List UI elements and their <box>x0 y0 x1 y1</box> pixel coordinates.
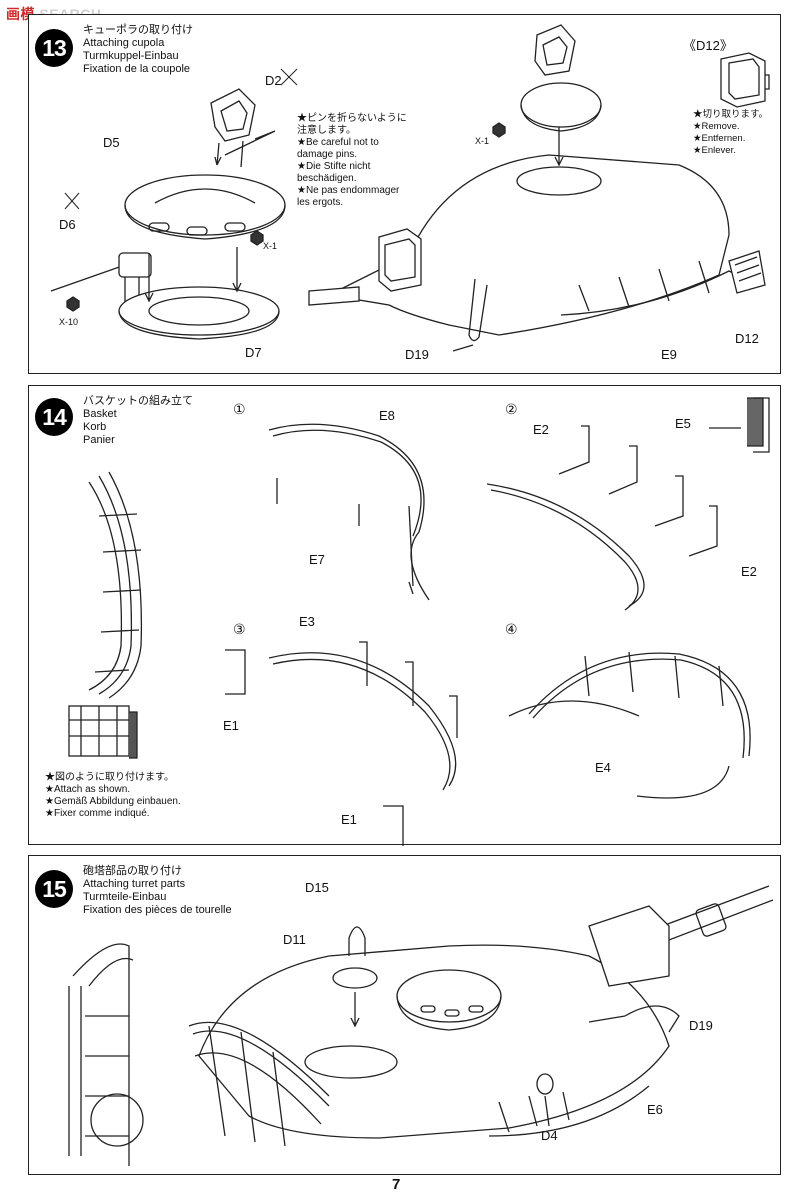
step-number-badge: 15 <box>35 870 73 908</box>
step-13-panel: 13 キューポラの取り付け Attaching cupola Turmkuppe… <box>28 14 781 374</box>
part-label: D11 <box>283 932 306 947</box>
part-label: D19 <box>405 347 429 362</box>
part-label: D15 <box>305 880 329 895</box>
remove-note: ★切り取ります。 ★Remove. ★Entfernen. ★Enlever. <box>693 109 769 156</box>
part-label: X-10 <box>59 317 79 327</box>
pin-caution-note: ★ピンを折らないように 注意します。 ★Be careful not to da… <box>297 113 407 208</box>
step-number-badge: 13 <box>35 29 73 67</box>
step-15-illustration <box>68 885 774 1166</box>
step-14-illustration <box>68 397 770 846</box>
part-label: E2 <box>741 564 757 579</box>
part-label: E8 <box>379 408 395 423</box>
part-label: E6 <box>647 1102 663 1117</box>
step-title: キューポラの取り付け Attaching cupola Turmkuppel-E… <box>83 24 193 75</box>
substep-1: ① <box>233 402 246 418</box>
part-label: E9 <box>661 347 677 362</box>
substep-3: ③ <box>233 622 246 638</box>
part-label: D5 <box>103 135 120 150</box>
part-label: E4 <box>595 760 611 775</box>
step-15-panel: 15 砲塔部品の取り付け Attaching turret parts Turm… <box>28 855 781 1175</box>
page-number: 7 <box>392 1176 401 1193</box>
part-label: E7 <box>309 552 325 567</box>
part-label: D7 <box>245 345 262 360</box>
step-number-badge: 14 <box>35 398 73 436</box>
part-label: D12 <box>735 331 759 346</box>
part-label: D2 <box>265 73 282 88</box>
d12-reference: 《D12》 <box>683 38 733 53</box>
part-label: E2 <box>533 422 549 437</box>
part-label: D19 <box>689 1018 713 1033</box>
part-label: X-1 <box>263 241 278 251</box>
part-label: E1 <box>341 812 357 827</box>
part-label: E3 <box>299 614 315 629</box>
part-label: X-1 <box>475 136 490 146</box>
attach-note: ★図のように取り付けます。 ★Attach as shown. ★Gemäß A… <box>45 772 181 819</box>
step-title: 砲塔部品の取り付け Attaching turret parts Turmtei… <box>83 865 232 916</box>
substep-2: ② <box>505 402 518 418</box>
substep-4: ④ <box>505 622 518 638</box>
step-14-panel: 14 バスケットの組み立て Basket Korb Panier ★図のように取… <box>28 385 781 846</box>
step-title: バスケットの組み立て Basket Korb Panier <box>83 395 193 446</box>
part-label: D6 <box>59 217 76 232</box>
part-label: E5 <box>675 416 691 431</box>
step-13-illustration <box>50 24 770 352</box>
part-label: E1 <box>223 718 239 733</box>
